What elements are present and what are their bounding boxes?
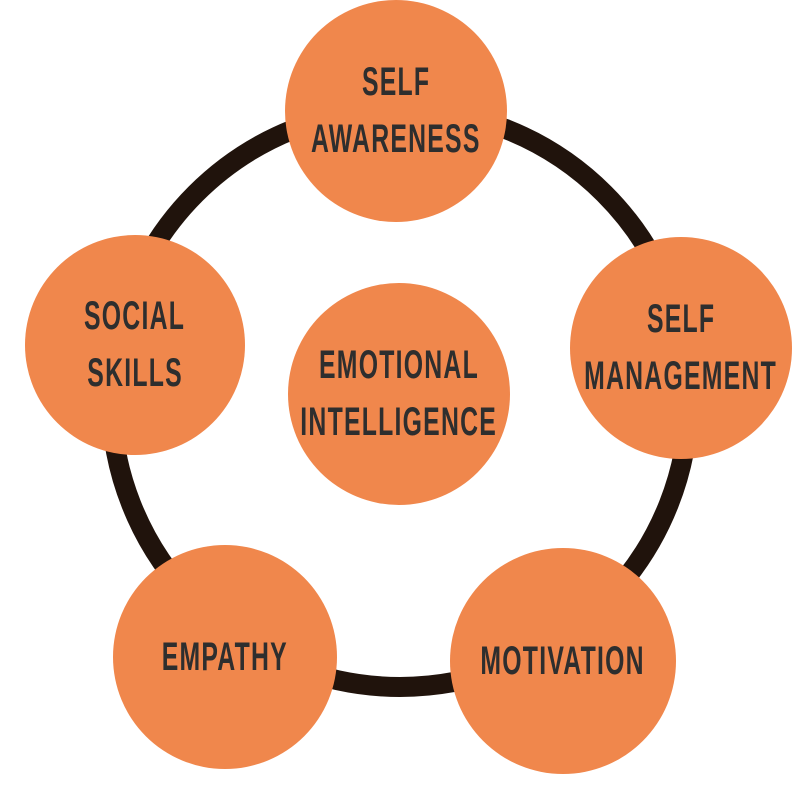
node-label-line: MOTIVATION: [430, 633, 695, 690]
node-label-line: SKILLS: [58, 345, 212, 402]
node-self-management: SELF MANAGEMENT: [570, 237, 792, 459]
node-label-line: MANAGEMENT: [525, 348, 800, 405]
node-label: SOCIAL: [84, 294, 186, 338]
node-social-skills: SOCIAL SKILLS: [25, 235, 245, 455]
node-label: MOTIVATION: [480, 638, 646, 683]
node-label-line: INTELLIGENCE: [240, 394, 557, 451]
node-label: EMOTIONAL: [319, 343, 479, 387]
node-label: INTELLIGENCE: [300, 400, 498, 444]
node-motivation: MOTIVATION: [450, 548, 676, 774]
node-self-awareness: SELF AWARENESS: [285, 0, 507, 222]
node-label-line: EMPATHY: [123, 629, 327, 686]
node-label-line: SOCIAL: [53, 288, 216, 345]
node-label-line: SELF: [626, 291, 736, 348]
node-label-line: EMOTIONAL: [270, 337, 528, 394]
node-label: EMPATHY: [161, 634, 289, 679]
node-label: MANAGEMENT: [584, 354, 778, 398]
node-label-line: AWARENESS: [259, 111, 533, 168]
node-empathy: EMPATHY: [113, 545, 337, 769]
node-label: SELF: [646, 297, 716, 341]
node-label-line: SELF: [341, 54, 451, 111]
node-label: AWARENESS: [311, 117, 481, 161]
node-label: SELF: [361, 60, 431, 104]
node-emotional-intelligence: EMOTIONAL INTELLIGENCE: [288, 283, 510, 505]
node-label: SKILLS: [87, 351, 183, 395]
